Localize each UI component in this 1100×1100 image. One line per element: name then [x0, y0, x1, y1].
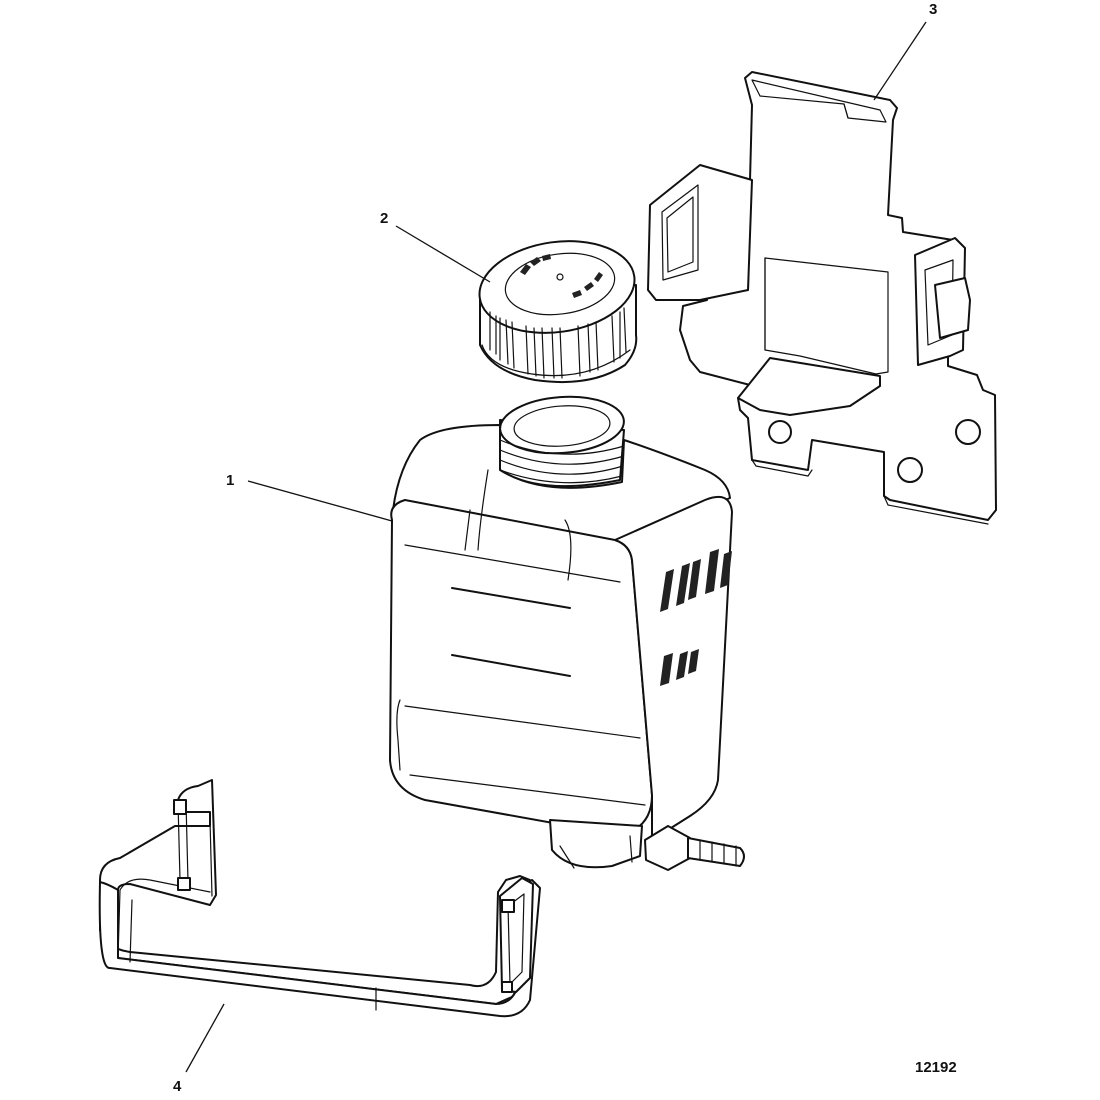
- leader-line-3: [873, 21, 927, 101]
- leader-line-2: [395, 225, 491, 283]
- reservoir-bottle: [389, 395, 745, 871]
- leader-line-4: [185, 1003, 225, 1073]
- callout-3: 3: [929, 1, 937, 18]
- retainer-strap: [98, 779, 541, 1018]
- leader-lines: [185, 21, 927, 1073]
- mounting-bracket: [647, 71, 997, 525]
- filler-cap: [478, 240, 638, 384]
- figure-number: 12192: [915, 1059, 957, 1076]
- leader-line-1: [247, 480, 393, 522]
- callout-1: 1: [226, 472, 234, 489]
- callout-2: 2: [380, 210, 388, 227]
- callout-4: 4: [173, 1078, 182, 1095]
